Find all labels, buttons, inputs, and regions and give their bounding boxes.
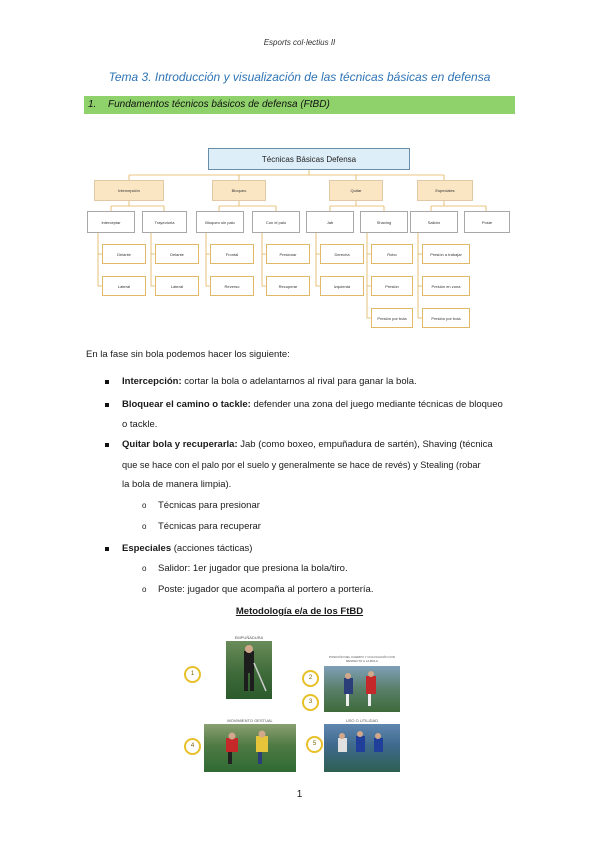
bullet-text-continued: que se hace con el palo por el suelo y g… xyxy=(122,460,481,470)
bullet-text: (acciones tácticas) xyxy=(171,543,253,554)
diagram-connectors xyxy=(97,170,487,319)
bullet-text: defender una zona del juego mediante téc… xyxy=(250,399,503,410)
bullet-square xyxy=(105,403,109,407)
technique-hierarchy-diagram: Técnicas Básicas Defensa Intercepción Bl… xyxy=(84,140,515,335)
running-header: Esports col·lectius II xyxy=(263,38,336,47)
players-icon xyxy=(226,730,268,764)
photo-gesture xyxy=(204,724,296,772)
bullet-term: Bloquear el camino o tackle: xyxy=(122,399,251,410)
player-silhouette-icon xyxy=(244,645,267,692)
photo-caption: MOVIMIENTO GESTUAL xyxy=(227,718,273,723)
diagram-node-l2: Poste xyxy=(464,211,510,233)
diagram-node-l3: Frontal xyxy=(210,244,254,264)
page-title: Tema 3. Introducción y visualización de … xyxy=(108,70,491,84)
diagram-node-l3: Presión a trabajar xyxy=(422,244,470,264)
section-heading: Fundamentos técnicos básicos de defensa … xyxy=(108,99,330,110)
step-badge-3: 3 xyxy=(302,694,319,711)
diagram-node-l2: Interceptar xyxy=(87,211,135,233)
diagram-node-l3: Presión en zona xyxy=(422,276,470,296)
sub-bullet-circle: o xyxy=(142,522,147,531)
step-badge-2: 2 xyxy=(302,670,319,687)
bullet-bloquear: Bloquear el camino o tackle: defender un… xyxy=(122,395,532,415)
players-icon xyxy=(344,671,376,706)
diagram-node-l3: Izquierda xyxy=(320,276,364,296)
diagram-node-l2: Trayectoria xyxy=(142,211,187,233)
sub-bullet-circle: o xyxy=(142,564,147,573)
diagram-node-l3: Presión por bola xyxy=(371,308,413,328)
diagram-node-bloqueo: Bloqueo xyxy=(212,180,266,201)
bullet-intercepcion: Intercepción: cortar la bola o adelantar… xyxy=(122,372,522,392)
step-badge-5: 5 xyxy=(306,736,323,753)
photo-caption: EMPUÑADURA xyxy=(234,635,264,640)
diagram-node-quitar: Quitar xyxy=(329,180,383,201)
photo-caption: USO O UTILIDAD xyxy=(345,718,379,723)
methodology-figure: EMPUÑADURA POSICIÓN DEL CUERPO Y COLOCAC… xyxy=(180,632,420,776)
diagram-node-l3: Lateral xyxy=(102,276,146,296)
photo-grip xyxy=(226,641,272,699)
diagram-root-node: Técnicas Básicas Defensa xyxy=(208,148,410,170)
diagram-node-l2: Bloqueo sin palo xyxy=(196,211,244,233)
photo-body-position xyxy=(324,666,400,712)
diagram-node-especiales: Especiales xyxy=(417,180,473,201)
step-badge-1: 1 xyxy=(184,666,201,683)
diagram-node-l3: Derecha xyxy=(320,244,364,264)
photo-caption: POSICIÓN DEL CUERPO Y COLOCACIÓN CON RES… xyxy=(328,655,396,663)
bullet-text: Jab (como boxeo, empuñadura de sartén), … xyxy=(237,439,493,450)
diagram-node-intercepcion: Intercepción xyxy=(94,180,164,201)
bullet-text-continued: o tackle. xyxy=(122,419,158,430)
page-number: 1 xyxy=(296,789,303,800)
diagram-node-l3: Presión xyxy=(371,276,413,296)
sub-bullet-poste: Poste: jugador que acompaña al portero a… xyxy=(158,584,374,595)
sub-bullet-presionar: Técnicas para presionar xyxy=(158,500,260,511)
diagram-node-l3: Presión por bola xyxy=(422,308,470,328)
step-badge-4: 4 xyxy=(184,738,201,755)
diagram-node-l2: Salidor xyxy=(410,211,458,233)
sub-bullet-salidor: Salidor: 1er jugador que presiona la bol… xyxy=(158,563,348,574)
bullet-text-continued: la bola de manera limpia). xyxy=(122,479,232,490)
diagram-node-l3: Presionar xyxy=(266,244,310,264)
bullet-term: Quitar bola y recuperarla: xyxy=(122,439,238,450)
bullet-especiales: Especiales (acciones tácticas) xyxy=(122,539,252,559)
diagram-node-l3: Recuperar xyxy=(266,276,310,296)
bullet-square xyxy=(105,547,109,551)
diagram-node-l3: Delante xyxy=(102,244,146,264)
players-icon xyxy=(338,731,383,752)
bullet-term: Especiales xyxy=(122,543,172,554)
section-heading-bar: 1. Fundamentos técnicos básicos de defens… xyxy=(84,96,515,114)
diagram-node-l2: Con el palo xyxy=(252,211,300,233)
bullet-term: Intercepción: xyxy=(122,376,182,387)
diagram-node-l3: Reverso xyxy=(210,276,254,296)
diagram-node-l3: Lateral xyxy=(155,276,199,296)
sub-bullet-recuperar: Técnicas para recuperar xyxy=(158,521,261,532)
sub-bullet-circle: o xyxy=(142,501,147,510)
diagram-node-l3: Robo xyxy=(371,244,413,264)
bullet-square xyxy=(105,380,109,384)
intro-paragraph: En la fase sin bola podemos hacer los si… xyxy=(86,349,290,360)
diagram-node-l2: Shaving xyxy=(360,211,408,233)
diagram-node-l3: Delante xyxy=(155,244,199,264)
methodology-title: Metodología e/a de los FtBD xyxy=(235,606,364,617)
bullet-quitar: Quitar bola y recuperarla: Jab (como box… xyxy=(122,435,532,455)
diagram-node-l2: Jab xyxy=(306,211,354,233)
bullet-square xyxy=(105,443,109,447)
sub-bullet-circle: o xyxy=(142,585,147,594)
photo-use xyxy=(324,724,400,772)
section-number: 1. xyxy=(88,99,97,110)
bullet-text: cortar la bola o adelantarnos al rival p… xyxy=(181,376,417,387)
